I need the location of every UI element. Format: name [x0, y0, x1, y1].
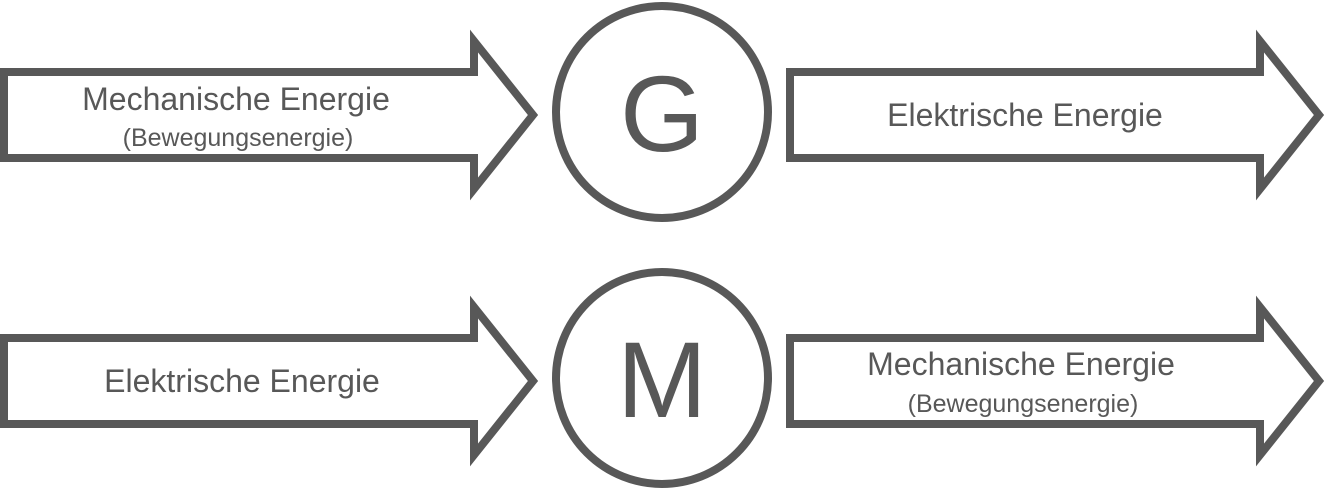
motor-row: Elektrische Energie M Mechanische Energi… — [0, 268, 1325, 488]
motor-output-sublabel: (Bewegungsenergie) — [908, 390, 1139, 418]
motor-symbol: M — [617, 319, 707, 440]
generator-symbol: G — [620, 53, 704, 174]
generator-input-arrow — [0, 29, 539, 201]
motor-output-arrow — [786, 295, 1325, 467]
generator-circle — [552, 2, 772, 222]
generator-output-arrow — [786, 29, 1325, 201]
motor-output-label: Mechanische Energie — [867, 346, 1175, 382]
motor-input-arrow — [0, 295, 539, 467]
generator-input-label: Mechanische Energie — [82, 81, 390, 117]
motor-circle — [552, 268, 772, 488]
generator-input-sublabel: (Bewegungsenergie) — [123, 124, 354, 152]
generator-output-label: Elektrische Energie — [887, 97, 1163, 133]
motor-input-label: Elektrische Energie — [104, 363, 380, 399]
generator-row: Mechanische Energie (Bewegungsenergie) G… — [0, 2, 1325, 222]
